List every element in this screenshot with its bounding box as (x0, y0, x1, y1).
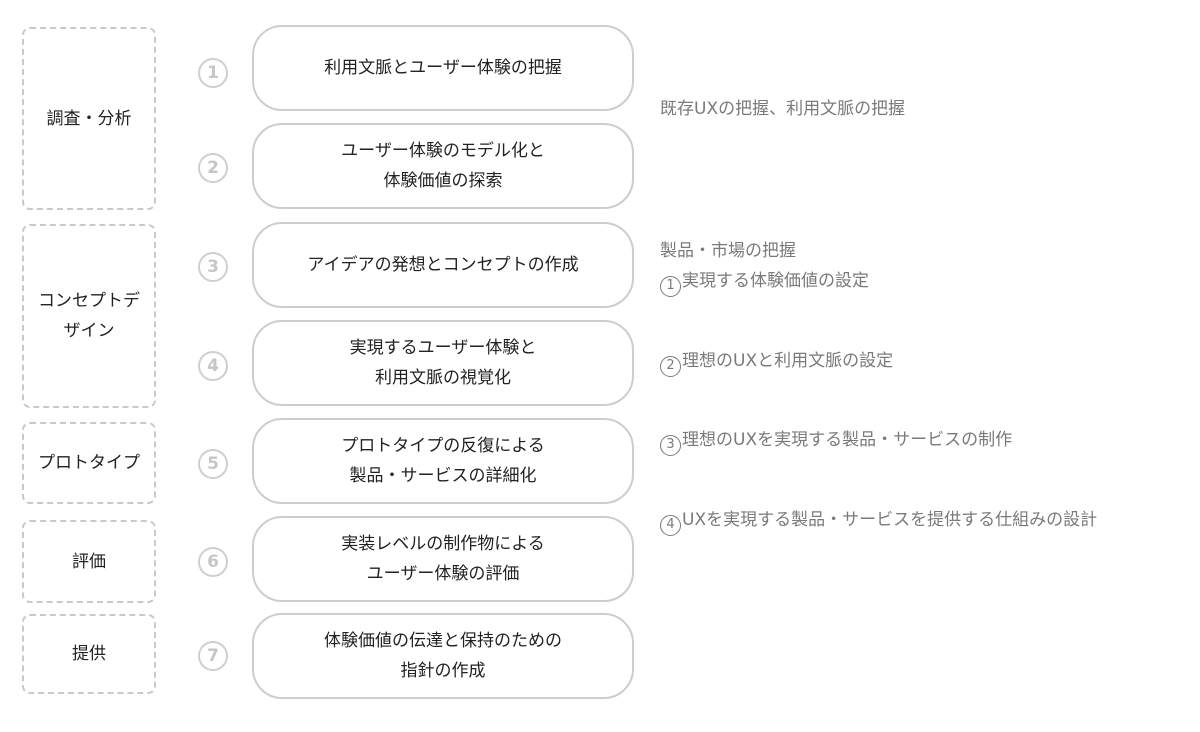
step-number-3: 3 (198, 252, 228, 282)
circled-number-4: 4 (660, 514, 681, 536)
step-number-6: 6 (198, 547, 228, 577)
step-number-4: 4 (198, 351, 228, 381)
phase-prototype: プロトタイプ (22, 422, 156, 504)
circled-number-3: 3 (660, 434, 681, 456)
note-analysis: 既存UXの把握、利用文脈の把握 (660, 99, 906, 119)
phase-delivery: 提供 (22, 614, 156, 694)
step-box-4: 実現するユーザー体験と 利用文脈の視覚化 (252, 320, 634, 406)
step-number-5: 5 (198, 449, 228, 479)
circled-number-2: 2 (660, 355, 681, 377)
step-box-1: 利用文脈とユーザー体験の把握 (252, 25, 634, 111)
note-item-text: 実現する体験価値の設定 (682, 271, 869, 291)
step-number-1: 1 (198, 58, 228, 88)
step-box-6: 実装レベルの制作物による ユーザー体験の評価 (252, 516, 634, 602)
note-market: 製品・市場の把握 (660, 241, 796, 261)
note-item-text: UXを実現する製品・サービスを提供する仕組みの設計 (682, 510, 1098, 530)
step-number-7: 7 (198, 641, 228, 671)
phase-evaluation: 評価 (22, 520, 156, 603)
step-box-5: プロトタイプの反復による 製品・サービスの詳細化 (252, 418, 634, 504)
circled-number-1: 1 (660, 275, 681, 297)
phase-research-analysis: 調査・分析 (22, 27, 156, 210)
step-box-3: アイデアの発想とコンセプトの作成 (252, 222, 634, 308)
step-box-2: ユーザー体験のモデル化と 体験価値の探索 (252, 123, 634, 209)
note-item-text: 理想のUXを実現する製品・サービスの制作 (682, 430, 1013, 450)
step-number-2: 2 (198, 153, 228, 183)
phase-concept-design: コンセプトデ ザイン (22, 224, 156, 408)
step-box-7: 体験価値の伝達と保持のための 指針の作成 (252, 613, 634, 699)
note-item-text: 理想のUXと利用文脈の設定 (682, 351, 894, 371)
